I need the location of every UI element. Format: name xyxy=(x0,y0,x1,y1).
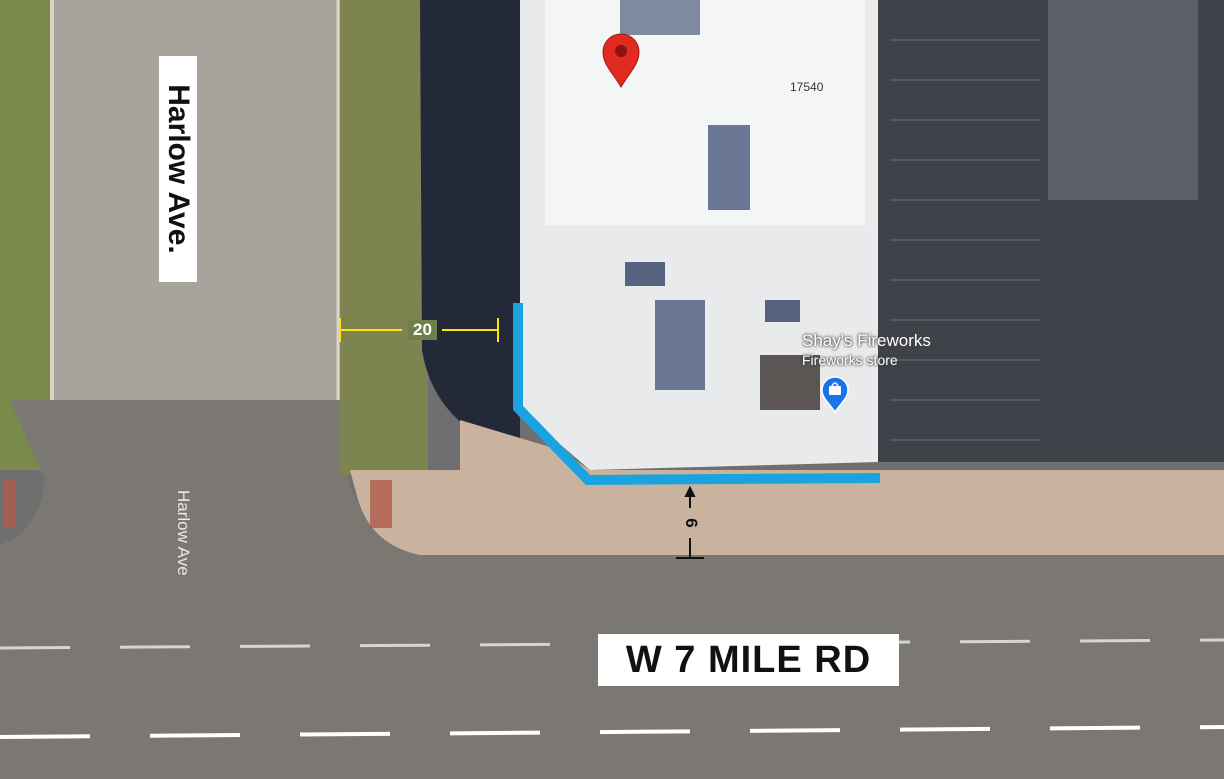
street-label-harlow-ave: Harlow Ave. xyxy=(159,56,197,282)
shopping-bag-icon[interactable] xyxy=(821,376,849,414)
street-label-text: Harlow Ave. xyxy=(162,84,195,254)
street-label-w-7-mile-rd: W 7 MILE RD xyxy=(598,634,899,686)
sidewalk xyxy=(350,420,1224,555)
intersection xyxy=(0,400,1224,779)
front-setback-dimension xyxy=(676,485,704,559)
building-shadow xyxy=(420,0,520,445)
building-edge-highlight xyxy=(513,303,881,486)
grass-strip-left xyxy=(0,0,52,470)
poi-category: Fireworks store xyxy=(802,352,898,368)
roof-unit xyxy=(760,355,820,410)
grass-strip-right xyxy=(340,0,428,475)
roof-unit xyxy=(708,125,750,210)
side-setback-label: 20 xyxy=(408,320,437,340)
map-pin-icon[interactable] xyxy=(602,33,640,88)
roof-unit xyxy=(655,300,705,390)
poi-name[interactable]: Shay's Fireworks xyxy=(802,331,931,350)
front-setback-label: 6 xyxy=(682,518,701,528)
house-number: 17540 xyxy=(790,80,824,94)
map-street-name: Harlow Ave xyxy=(174,490,193,576)
side-setback-dimension xyxy=(339,318,499,342)
